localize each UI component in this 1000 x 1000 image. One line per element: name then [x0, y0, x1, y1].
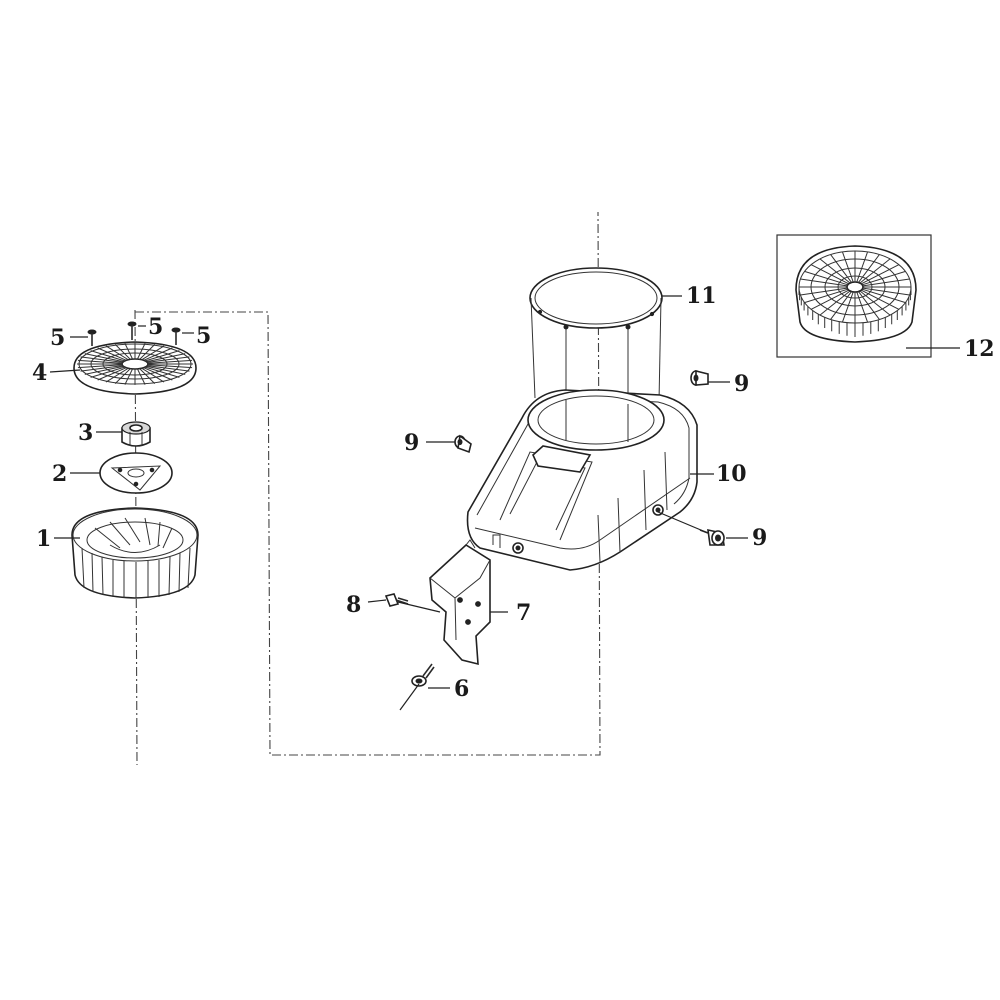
part-bolt-9-right: [699, 528, 725, 546]
part-fan-guard-cover: [776, 234, 932, 358]
grille-spoke: [858, 254, 880, 283]
grille-spoke: [147, 365, 190, 372]
grille-spoke: [147, 359, 193, 364]
part-flywheel-nut: [121, 421, 151, 447]
grille-spoke: [856, 291, 868, 323]
grille-spoke: [147, 356, 190, 363]
grille-spoke: [861, 264, 900, 285]
grille-spoke: [84, 353, 124, 363]
grille-spoke: [124, 343, 134, 360]
grille-spoke: [859, 258, 891, 284]
grille-spoke: [842, 251, 854, 283]
grille-spoke: [800, 287, 848, 296]
callout-5-left: 5: [50, 325, 65, 351]
callout-5-right: 5: [196, 323, 211, 349]
grille-spoke: [80, 356, 123, 363]
grille-spoke: [810, 289, 849, 310]
part-fan-housing-shroud: [466, 389, 698, 571]
grille-spoke: [105, 367, 129, 383]
callout-2: 2: [52, 461, 67, 487]
callout-1: 1: [36, 526, 51, 552]
part-housing-ring-seal: [529, 267, 663, 408]
grille-spoke: [90, 366, 126, 378]
grille-spoke: [97, 367, 127, 381]
grille-spoke: [858, 291, 880, 320]
grille-spoke: [80, 365, 123, 372]
grille-spoke: [105, 345, 129, 361]
grille-spoke: [77, 364, 123, 369]
grille-spoke: [141, 345, 165, 361]
grille-spoke: [830, 291, 852, 320]
callout-5-center: 5: [148, 314, 163, 340]
grille-spoke: [124, 368, 134, 385]
grille-spoke: [136, 343, 146, 360]
callout-labels: 1 2 3 4 5 5 5 6 7 8 9 9 9 10 11 12: [32, 283, 995, 702]
grille-spoke: [804, 270, 848, 286]
grille-spoke: [139, 368, 156, 384]
part-bolt-6: [411, 663, 435, 687]
part-starter-cup-plate: [99, 452, 173, 494]
part-screws: [87, 321, 181, 346]
callout-7: 7: [516, 600, 531, 626]
callout-6: 6: [454, 676, 469, 702]
grille-spoke: [114, 368, 131, 384]
part-flywheel-fan: [71, 507, 199, 599]
grille-spoke: [856, 251, 868, 283]
grille-spoke: [136, 368, 146, 385]
grille-spoke: [800, 278, 848, 287]
callout-9-left: 9: [404, 430, 419, 456]
grille-spoke: [862, 287, 910, 296]
grille-spoke: [90, 350, 126, 362]
part-bolt-9-left: [454, 434, 472, 454]
grille-spoke: [114, 344, 131, 360]
screw-center: [127, 321, 137, 340]
callout-9-right: 9: [752, 525, 767, 551]
callout-12: 12: [964, 336, 995, 362]
grille-spoke: [97, 347, 127, 361]
grille-spoke: [859, 290, 891, 316]
grille-spoke: [819, 290, 851, 316]
grille-spoke: [141, 367, 165, 383]
grille-spoke: [84, 365, 124, 375]
callout-10: 10: [716, 461, 747, 487]
callout-11: 11: [686, 283, 717, 309]
grille-spoke: [143, 347, 173, 361]
part-shroud-bracket: [429, 539, 491, 666]
grille-spoke: [862, 270, 906, 286]
grille-spoke: [143, 367, 173, 381]
grille-spoke: [146, 353, 186, 363]
callout-4: 4: [32, 360, 47, 386]
screw-right: [171, 327, 181, 345]
grille-spoke: [842, 291, 854, 323]
grille-spoke: [146, 365, 186, 375]
leader-lines: [49, 295, 960, 711]
part-bolt-8: [384, 593, 409, 607]
grille-spoke: [830, 254, 852, 283]
grille-spoke: [139, 344, 156, 360]
callout-8: 8: [346, 592, 361, 618]
screw-left: [87, 329, 97, 346]
grille-spoke: [862, 288, 906, 304]
grille-spoke: [804, 288, 848, 304]
grille-spoke: [810, 264, 849, 285]
callout-3: 3: [78, 420, 93, 446]
grille-spoke: [147, 364, 193, 369]
grille-spoke: [144, 350, 180, 362]
grille-spoke: [144, 366, 180, 378]
callout-9-upper: 9: [734, 371, 749, 397]
grille-spoke: [77, 359, 123, 364]
grille-spoke: [819, 258, 851, 284]
part-bolt-9-upper: [690, 369, 709, 386]
grille-spoke: [861, 289, 900, 310]
part-fan-screen-grille: [73, 341, 197, 395]
grille-spoke: [862, 278, 910, 287]
